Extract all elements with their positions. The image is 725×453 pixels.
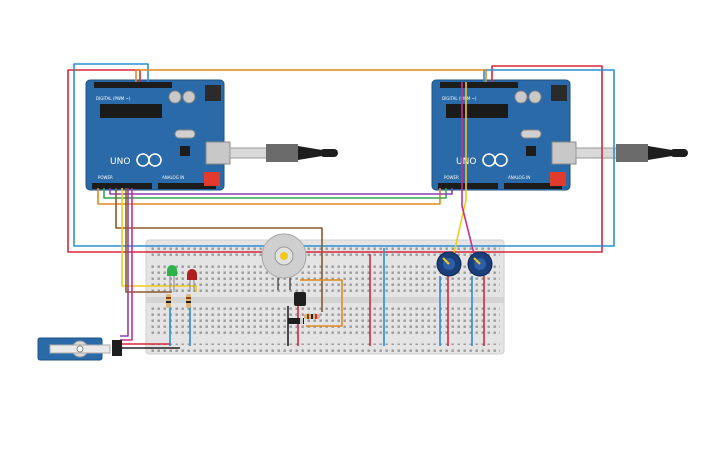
wire-orange-bottom[interactable] [97, 188, 441, 205]
resistor-diode[interactable] [304, 314, 320, 319]
wire-yellow-led[interactable] [121, 188, 197, 292]
wire-magenta-servo[interactable] [120, 188, 133, 341]
wire-brown-led[interactable] [125, 188, 172, 293]
atmega-chip [446, 104, 508, 118]
wire-yellow-pot[interactable] [451, 82, 467, 263]
arduino-left[interactable]: UNO DIGITAL (PWM ~) POWER ANALOG IN [85, 79, 231, 191]
usb-port [551, 141, 577, 165]
digital-label: DIGITAL (PWM ~) [96, 96, 131, 101]
usb-port [205, 141, 231, 165]
arduino-logo-icon [482, 153, 508, 167]
servo-motor[interactable] [37, 337, 122, 361]
diode[interactable] [288, 318, 304, 324]
wire-purple-bottom[interactable] [109, 188, 453, 195]
green-led[interactable] [167, 265, 177, 292]
resistor-led-red[interactable] [186, 294, 191, 308]
arduino-logo-icon [136, 153, 162, 167]
usb-cable-right[interactable] [575, 144, 688, 162]
usb-cable-left[interactable] [229, 144, 338, 162]
wire-orange-top[interactable] [135, 69, 487, 82]
digital-label: DIGITAL (PWM ~) [442, 96, 477, 101]
arduino-right[interactable]: UNO DIGITAL (PWM ~) POWER ANALOG IN [431, 79, 577, 191]
wire-magenta-pot[interactable] [461, 82, 477, 263]
power-header[interactable] [92, 183, 152, 189]
power-jack [550, 172, 566, 186]
transistor[interactable] [294, 292, 306, 306]
wire-purple-servo[interactable] [120, 188, 129, 337]
atmega-chip [100, 104, 162, 118]
potentiometer-right[interactable] [467, 251, 493, 277]
wire-green-bottom[interactable] [103, 188, 447, 199]
servo-connector[interactable] [112, 340, 122, 356]
wire-blue-outer[interactable] [73, 63, 615, 247]
analog-header[interactable] [504, 183, 562, 189]
analog-header[interactable] [158, 183, 216, 189]
wire-brown[interactable] [115, 188, 323, 312]
dc-motor[interactable] [261, 233, 307, 290]
resistor-led-green[interactable] [166, 294, 171, 308]
breadboard[interactable] [145, 239, 505, 355]
digital-header-top[interactable] [440, 82, 518, 88]
potentiometer-left[interactable] [436, 251, 462, 277]
power-label: POWER [98, 175, 113, 180]
wire-orange-transistor[interactable] [300, 279, 343, 327]
wire-red-outer[interactable] [67, 65, 603, 253]
wires[interactable] [67, 63, 615, 349]
power-jack [204, 172, 220, 186]
analog-label: ANALOG IN [508, 175, 530, 180]
power-header[interactable] [438, 183, 498, 189]
power-label: POWER [444, 175, 459, 180]
red-led[interactable] [187, 269, 197, 292]
analog-label: ANALOG IN [162, 175, 184, 180]
uno-label: UNO [110, 157, 130, 167]
